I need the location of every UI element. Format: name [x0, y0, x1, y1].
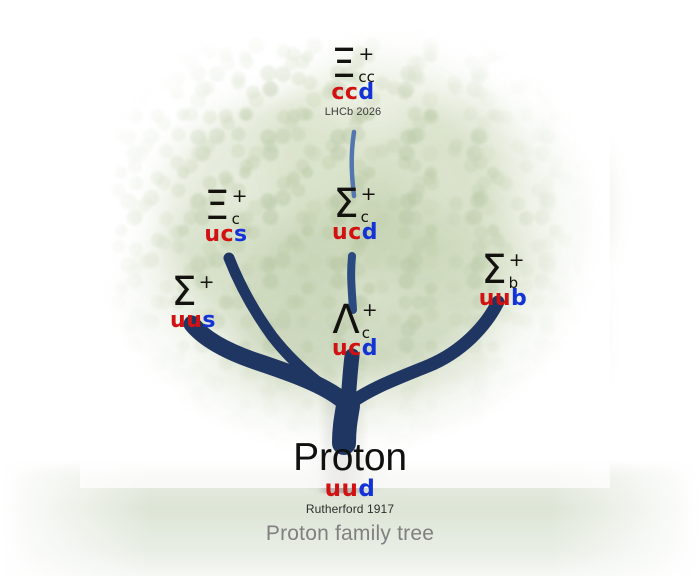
quark-letter-u-0: u: [332, 336, 349, 361]
branch-to-xi-c: [223, 252, 346, 404]
quark-letter-u-1: u: [494, 286, 512, 311]
branch-to-sigma-b: [345, 295, 505, 409]
symbol-subscript: b: [508, 274, 519, 292]
quark-letter-d-2: d: [358, 476, 376, 502]
quark-letter-b-2: b: [511, 286, 528, 311]
quark-letter-u-0: u: [324, 476, 342, 502]
branch-lambda-c-to-sigma-c: [347, 252, 357, 314]
quark-letter-d-2: d: [358, 80, 375, 105]
symbol-glyph: Λ: [332, 297, 360, 343]
quark-letter-u-0: u: [478, 286, 495, 311]
particle-symbol-sigma-c: Σ+ c: [333, 181, 377, 227]
symbol-subscript: c: [361, 324, 370, 342]
node-xi-c: Ξ+ c ucs: [163, 186, 289, 246]
quark-letter-u-0: u: [332, 220, 349, 245]
quark-letter-d-2: d: [361, 220, 378, 245]
quark-letter-u-0: u: [204, 222, 221, 247]
quark-letter-u-0: u: [170, 308, 187, 333]
symbol-superscript: +: [198, 271, 215, 293]
symbol-subscript: cc: [358, 68, 375, 86]
quark-letter-s-2: s: [202, 308, 216, 333]
quark-letter-c-1: c: [220, 222, 235, 247]
symbol-superscript: +: [231, 185, 248, 207]
symbol-glyph: Ξ: [204, 183, 230, 229]
figure-caption: Proton family tree: [265, 522, 435, 545]
quark-letter-c-1: c: [344, 80, 359, 105]
quark-letter-d-2: d: [361, 336, 378, 361]
symbol-superscript: +: [360, 183, 377, 205]
proton-label: Proton: [293, 436, 407, 479]
citation-xi-cc: LHCb 2026: [324, 106, 382, 118]
quark-content-sigma-plus: uus: [130, 310, 256, 332]
branch-sigma-c-to-xi-cc: [349, 129, 357, 199]
quark-content-xi-c: ucs: [163, 224, 289, 246]
citation-proton: Rutherford 1917: [305, 502, 395, 516]
particle-symbol-xi-c: Ξ+ c: [204, 183, 248, 229]
quark-letter-c-1: c: [348, 336, 362, 361]
quark-content-lambda-c: ucd: [292, 338, 418, 360]
symbol-glyph: Ξ: [331, 41, 357, 87]
quark-content-sigma-c: ucd: [292, 222, 418, 244]
quark-letter-u-1: u: [341, 476, 359, 502]
particle-symbol-sigma-b: Σ+ b: [481, 247, 525, 293]
symbol-glyph: Σ: [481, 247, 507, 293]
quark-letter-c-0: c: [331, 80, 345, 105]
branch-to-lambda-c: [340, 348, 360, 412]
quark-letter-u-1: u: [186, 308, 203, 333]
node-sigma-plus: Σ+ uus: [130, 272, 256, 332]
symbol-superscript: +: [358, 43, 375, 65]
quark-content-sigma-b: uub: [440, 288, 566, 310]
quark-letter-s-2: s: [234, 222, 248, 247]
symbol-glyph: Σ: [333, 181, 359, 227]
node-sigma-c: Σ+ c ucd: [292, 184, 418, 244]
quark-content-proton: uud: [245, 478, 455, 501]
symbol-superscript: +: [508, 249, 525, 271]
node-proton: Proton uud Rutherford 1917: [245, 438, 455, 515]
particle-symbol-lambda-c: Λ+ c: [332, 297, 378, 343]
particle-symbol-sigma-plus: Σ+: [171, 272, 214, 312]
symbol-superscript: +: [361, 299, 378, 321]
symbol-subscript: c: [231, 210, 240, 228]
node-lambda-c: Λ+ c ucd: [292, 300, 418, 360]
particle-symbol-xi-cc: Ξ+ cc: [331, 41, 375, 87]
node-xi-cc: Ξ+ cc ccd LHCb 2026: [288, 44, 418, 118]
quark-content-xi-cc: ccd: [288, 82, 418, 104]
symbol-glyph: Σ: [171, 269, 197, 315]
quark-letter-c-1: c: [348, 220, 362, 245]
symbol-subscript: c: [360, 208, 369, 226]
node-sigma-b: Σ+ b uub: [440, 250, 566, 310]
